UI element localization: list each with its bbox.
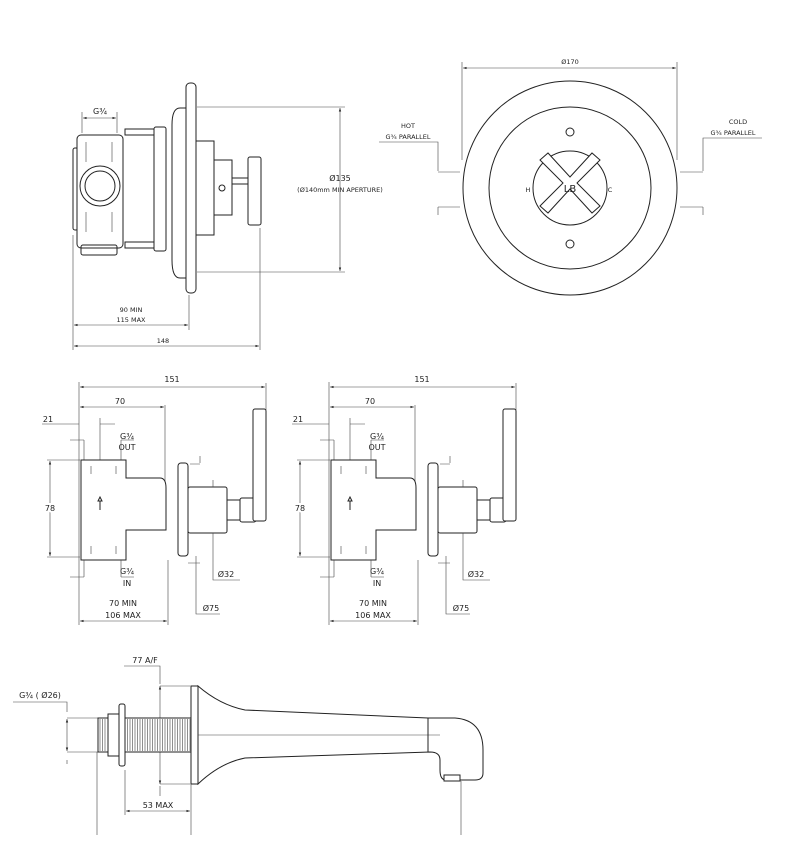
in-label: IN: [373, 579, 381, 588]
logo: LB: [564, 184, 577, 195]
valve-view: 151 70 21 G¾ OUT 78 G¾ IN Ø32 Ø75 70 MIN…: [292, 375, 517, 625]
depth-max-label: 115 MAX: [117, 316, 147, 324]
in-thread-label: G¾: [370, 567, 384, 576]
diameter-label: Ø135: [329, 173, 351, 183]
cross-handle-icon: [539, 152, 601, 214]
max-label: 53 MAX: [143, 801, 174, 810]
diameter-label: Ø170: [561, 58, 579, 66]
height-label: 78: [45, 504, 55, 513]
af-label: 77 A/F: [132, 656, 158, 665]
offset-label: 21: [43, 415, 53, 424]
cold-mark: C: [608, 186, 613, 194]
cold-thread-label: G¾ PARALLEL: [710, 129, 755, 137]
body-width-label: 70: [365, 397, 375, 406]
depth-max-label: 106 MAX: [355, 611, 391, 620]
out-label: OUT: [368, 443, 385, 452]
body-width-label: 70: [115, 397, 125, 406]
plate-diameter-label: Ø75: [453, 603, 469, 613]
depth-min-label: 70 MIN: [109, 599, 137, 608]
hot-thread-label: G¾ PARALLEL: [385, 133, 430, 141]
hot-mark: H: [526, 186, 531, 194]
spindle-diameter-label: Ø32: [468, 569, 484, 579]
valve-view: 151 70 21 G¾ OUT 78 G¾ IN Ø32 Ø75 70 MIN…: [42, 375, 267, 625]
side-view: G¾ Ø135 (Ø140mm MIN APERTURE) 90 MIN 115…: [72, 82, 383, 350]
spindle-diameter-label: Ø32: [218, 569, 234, 579]
overall-label: 151: [414, 375, 429, 384]
thread-label: G¾ ( Ø26): [19, 690, 61, 700]
out-thread-label: G¾: [370, 432, 384, 441]
out-label: OUT: [118, 443, 135, 452]
depth-min-label: 70 MIN: [359, 599, 387, 608]
plate-diameter-label: Ø75: [203, 603, 219, 613]
cold-label: COLD: [729, 118, 747, 126]
depth-max-label: 106 MAX: [105, 611, 141, 620]
depth-min-label: 90 MIN: [120, 306, 143, 314]
height-label: 78: [295, 504, 305, 513]
offset-label: 21: [293, 415, 303, 424]
hot-label: HOT: [401, 122, 415, 130]
in-label: IN: [123, 579, 131, 588]
front-view: Ø170 LB H C HOT G¾ PARALLEL COLD G¾ PARA…: [379, 58, 762, 296]
out-thread-label: G¾: [120, 432, 134, 441]
overall-depth-label: 148: [157, 337, 169, 345]
overall-label: 151: [164, 375, 179, 384]
in-thread-label: G¾: [120, 567, 134, 576]
spout-view: 77 A/F G¾ ( Ø26) 53 MAX: [13, 656, 484, 835]
thread-label: G¾: [93, 107, 107, 116]
aperture-label: (Ø140mm MIN APERTURE): [297, 186, 383, 194]
